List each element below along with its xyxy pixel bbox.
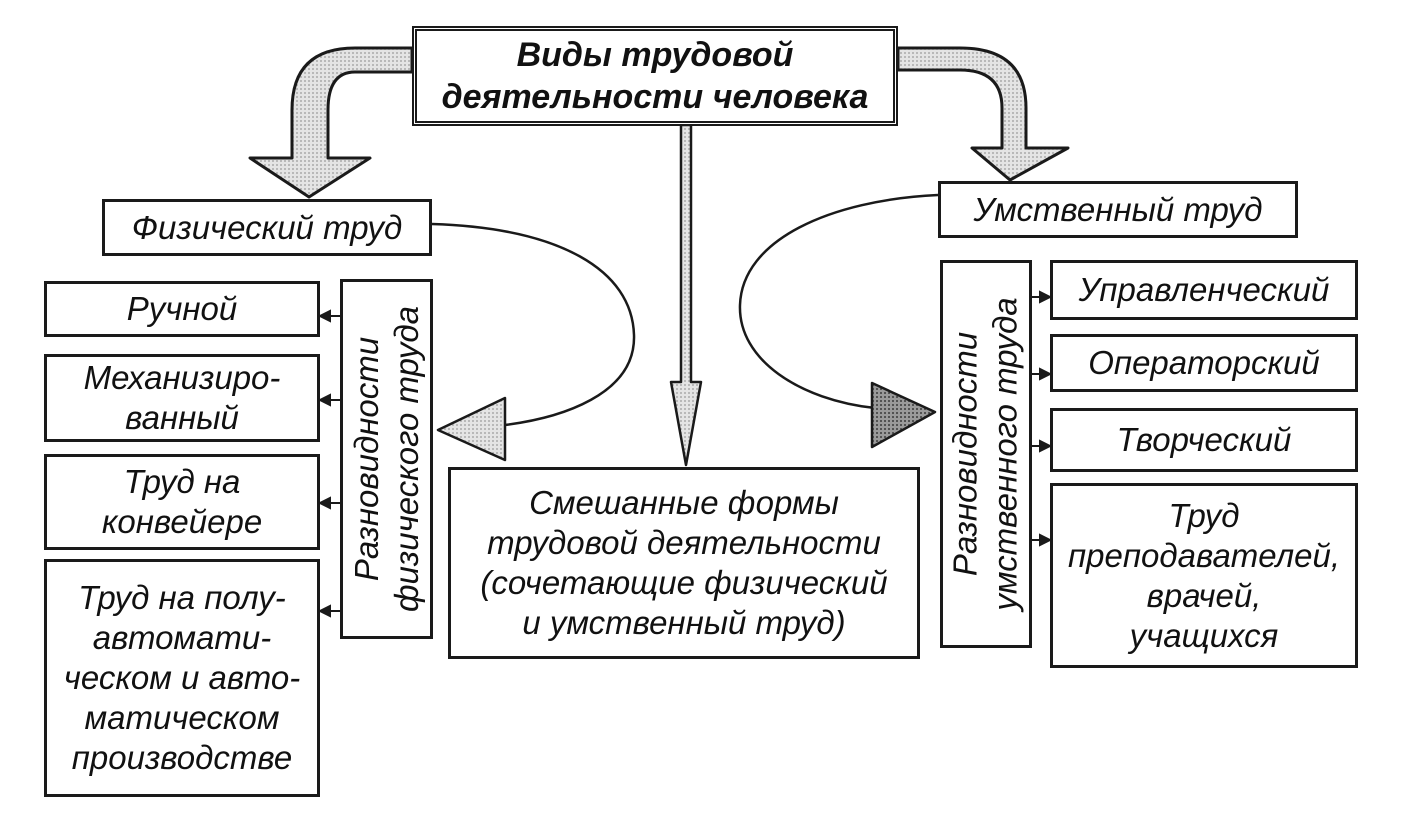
- physical-item-manual: Ручной: [44, 281, 320, 337]
- item-text: учащихся: [1129, 616, 1279, 654]
- arrow-title-to-physical: [248, 46, 414, 199]
- arrow-title-to-mental: [896, 46, 1070, 182]
- item-text: Механизиро-: [83, 359, 281, 396]
- item-text: Ручной: [126, 290, 238, 327]
- item-text: конвейере: [101, 503, 263, 540]
- item-text: Труд на полу-: [78, 579, 286, 616]
- mental-varieties-box: Разновидности умственного труда: [940, 260, 1032, 648]
- mixed-text: и умственный труд): [522, 604, 846, 641]
- varieties-line-1: Разновидности: [947, 331, 985, 577]
- mixed-text: трудовой деятельности: [487, 524, 881, 561]
- loop-physical: [431, 222, 636, 462]
- physical-varieties-label: Разновидности физического труда: [347, 306, 427, 612]
- mental-item-creative: Творческий: [1050, 408, 1358, 472]
- item-text: врачей,: [1146, 576, 1262, 614]
- mental-item-arrows: [1032, 290, 1053, 547]
- item-text: Труд: [1168, 496, 1240, 534]
- physical-item-automated: Труд на полу- автомати- ческом и авто- м…: [44, 559, 320, 797]
- mixed-forms-box: Смешанные формы трудовой деятельности (с…: [448, 467, 920, 659]
- item-text: Творческий: [1116, 421, 1292, 458]
- item-text: матическом: [84, 699, 280, 736]
- varieties-line-1: Разновидности: [347, 336, 385, 582]
- physical-labor-label: Физический труд: [131, 208, 403, 246]
- item-text: Управленческий: [1078, 271, 1330, 308]
- title-line-2: деятельности человека: [441, 78, 869, 116]
- physical-item-conveyor: Труд на конвейере: [44, 454, 320, 550]
- item-text: автомати-: [92, 619, 272, 656]
- item-text: ческом и авто-: [63, 659, 301, 696]
- mental-item-teachers: Труд преподавателей, врачей, учащихся: [1050, 483, 1358, 668]
- physical-item-arrows: [317, 309, 340, 618]
- mental-labor-label: Умственный труд: [973, 190, 1263, 228]
- mental-item-operator: Операторский: [1050, 334, 1358, 392]
- mental-varieties-label: Разновидности умственного труда: [946, 297, 1026, 610]
- arrow-title-to-mixed: [669, 123, 703, 467]
- varieties-line-2: умственного труда: [987, 297, 1025, 611]
- mixed-text: Смешанные формы: [529, 484, 839, 521]
- physical-varieties-box: Разновидности физического труда: [340, 279, 433, 639]
- physical-labor-box: Физический труд: [102, 199, 432, 256]
- item-text: Труд на: [123, 463, 241, 500]
- item-text: Операторский: [1088, 344, 1320, 381]
- mixed-text: (сочетающие физический: [480, 564, 888, 601]
- diagram-title-box: Виды трудовой деятельности человека: [412, 26, 898, 126]
- item-text: ванный: [125, 399, 239, 436]
- loop-mental: [738, 193, 939, 449]
- varieties-line-2: физического труда: [387, 305, 425, 613]
- mental-labor-box: Умственный труд: [938, 181, 1298, 238]
- item-text: преподавателей,: [1067, 536, 1341, 574]
- mental-item-managerial: Управленческий: [1050, 260, 1358, 320]
- title-line-1: Виды трудовой: [516, 36, 794, 74]
- physical-item-mechanized: Механизиро- ванный: [44, 354, 320, 442]
- item-text: производстве: [71, 739, 293, 776]
